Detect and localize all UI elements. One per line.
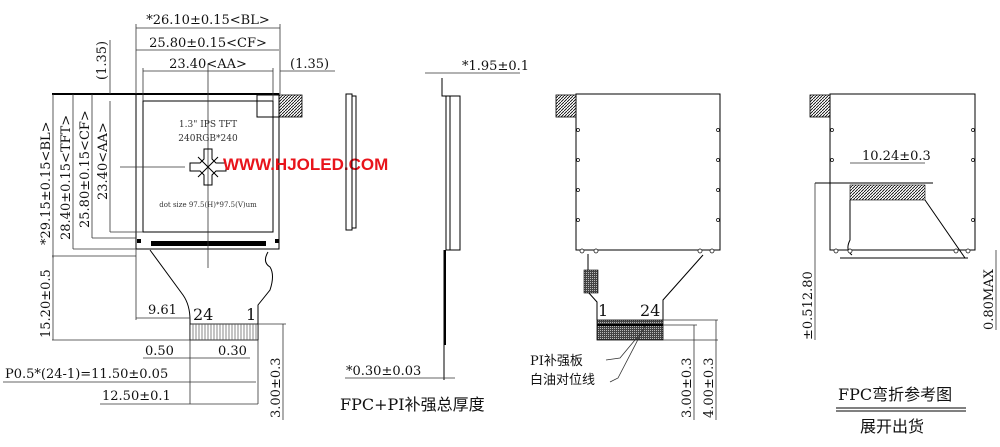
back-view: 1 24 PI补强板 白油对位线 3.00±0.3 4.00±0.3	[530, 93, 721, 420]
cross-logo-icon	[189, 148, 227, 186]
folded-fpc	[815, 182, 966, 259]
dim-left-offset: (1.35)	[95, 41, 110, 80]
dim-pin-width: 0.30	[218, 344, 247, 359]
dim-tft-height: 28.40±0.15<TFT>	[59, 115, 74, 240]
bend-caption: FPC弯折参考图	[838, 385, 952, 404]
pin-lines	[192, 324, 257, 340]
dim-connector-width: 12.50±0.1	[102, 389, 171, 404]
dim-right-offset: (1.35)	[290, 57, 329, 72]
leader-line	[605, 333, 641, 361]
label-stiffener: PI补强板	[530, 354, 583, 369]
dim-thickness: *1.95±0.1	[462, 59, 529, 74]
component-pad	[583, 269, 599, 294]
dim-bl-height: *29.15±0.15<BL>	[39, 121, 54, 245]
dim-pitch-gap: 0.50	[145, 344, 174, 359]
tab-hatched	[278, 94, 303, 118]
fpc-left-edge	[149, 249, 191, 340]
dim-bl-width: *26.10±0.15<BL>	[146, 13, 270, 28]
pin-24-label: 24	[640, 301, 660, 320]
dim-cf-width: 25.80±0.15<CF>	[149, 36, 267, 51]
dim-fpc-offset: 9.61	[148, 303, 177, 318]
watermark: WWW.HJOLED.COM	[223, 155, 388, 174]
folded-connector	[849, 184, 926, 201]
side-view-thickness: *1.95±0.1 *0.30±0.03 FPC+PI补强总厚度	[340, 59, 529, 414]
tab-hatched	[809, 94, 831, 118]
dim-fpc-length: 15.20±0.5	[39, 269, 54, 338]
label-alignment: 白油对位线	[530, 372, 595, 388]
bend-view: 10.24±0.3 ±0.512.80 0.80MAX FPC弯折参考图 展开出…	[801, 93, 997, 436]
dim-4: 4.00±0.3	[702, 357, 717, 418]
dim-cf-height: 25.80±0.15<CF>	[78, 110, 93, 228]
dim-3: 3.00±0.3	[680, 357, 695, 418]
dot-size-label: dot size 97.5(H)*97.5(V)um	[159, 201, 257, 209]
corner-mark	[275, 239, 279, 243]
dim-max: 0.80MAX	[982, 268, 997, 330]
corner-mark	[137, 239, 141, 243]
dim-connector-height: 3.00±0.3	[269, 357, 284, 418]
connector-pins	[189, 323, 259, 341]
pin-1-label: 1	[598, 301, 608, 320]
bend-subcaption: 展开出货	[860, 417, 924, 436]
panel-label: 1.3" IPS TFT	[179, 120, 237, 130]
dim-height: ±0.512.80	[801, 271, 816, 340]
dim-pitch-total: P0.5*(24-1)=11.50±0.05	[5, 367, 168, 382]
tab-hatched	[555, 94, 577, 118]
dim-fpc-thickness: *0.30±0.03	[346, 364, 421, 379]
leader-line	[609, 325, 646, 383]
resolution-label: 240RGB*240	[178, 134, 238, 144]
front-view: 1.3" IPS TFT 240RGB*240 dot size 97.5(H)…	[3, 13, 388, 420]
side-view-thin	[345, 93, 357, 231]
dim-aa-width: 23.40<AA>	[169, 57, 247, 72]
dim-width: 10.24±0.3	[862, 149, 931, 164]
dim-aa-height: 23.40<AA>	[96, 122, 111, 200]
tab-notch	[256, 94, 280, 118]
fpc-right-edge	[662, 254, 704, 320]
pi-stiffener	[596, 319, 664, 341]
pin-24-label: 24	[193, 305, 213, 324]
side-view-caption: FPC+PI补强总厚度	[340, 395, 485, 414]
ic-strip	[151, 241, 266, 246]
pin-1-label: 1	[246, 305, 256, 324]
fpc-right-edge	[257, 251, 273, 340]
